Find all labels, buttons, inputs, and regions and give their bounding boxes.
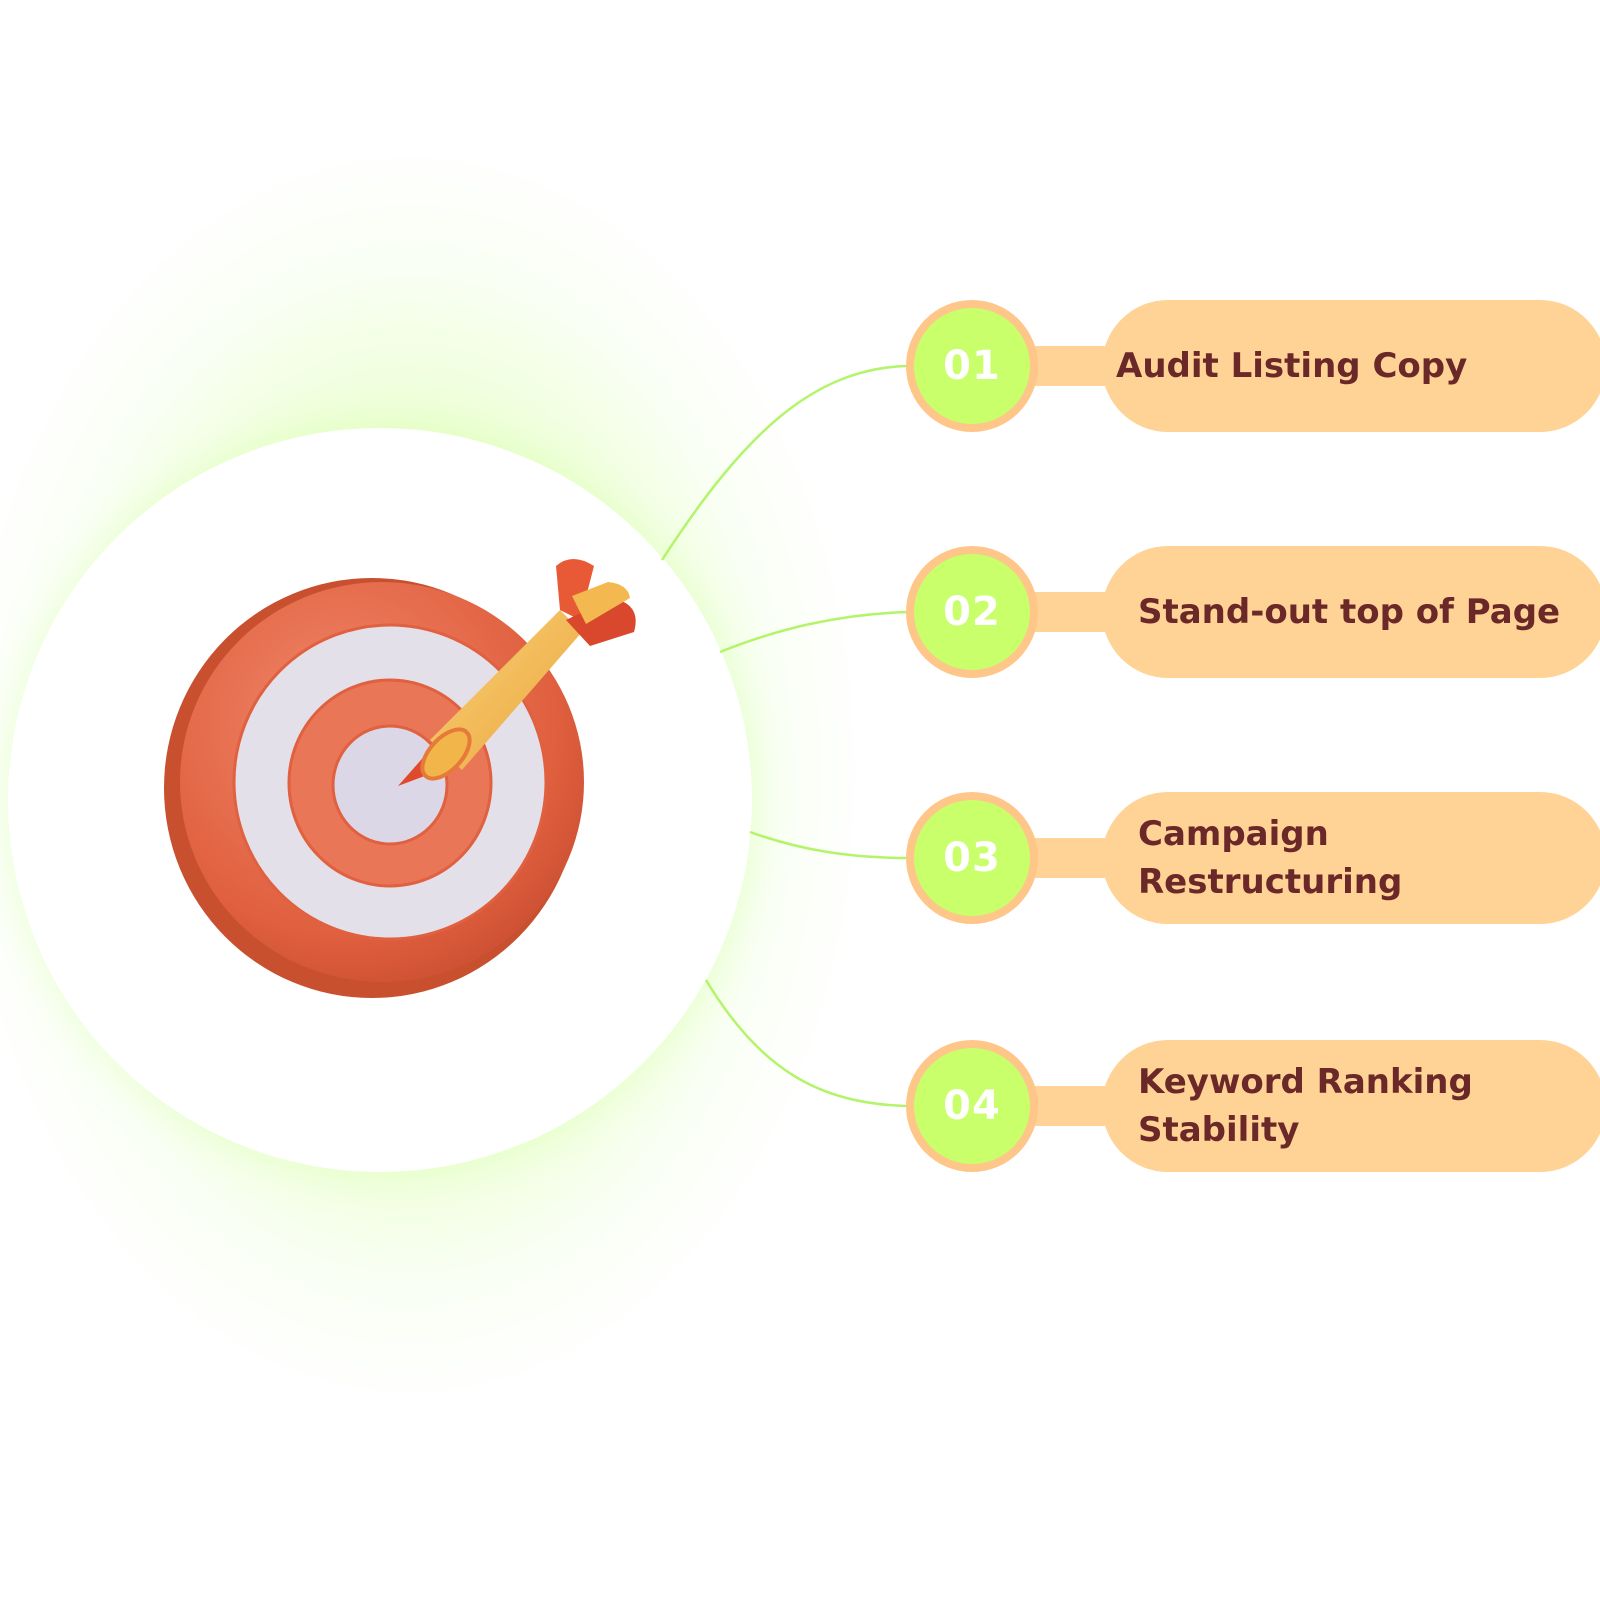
- connector-line-03: [749, 830, 909, 860]
- step-number-badge: 03: [943, 835, 1001, 881]
- step-label: Audit Listing Copy: [1116, 346, 1468, 386]
- step-shape: [906, 792, 1600, 924]
- connector-line-04: [704, 979, 909, 1108]
- step-label: Keyword Ranking Stability: [1138, 1062, 1473, 1150]
- step-shape: [906, 546, 1600, 678]
- connector-line-02: [719, 610, 909, 654]
- dart-icon: [398, 559, 636, 786]
- step-02[interactable]: 02 Stand-out top of Page: [906, 546, 1600, 678]
- step-label: Campaign Restructuring: [1138, 814, 1403, 902]
- step-number-badge: 02: [943, 589, 1001, 635]
- step-number-badge: 01: [943, 343, 1001, 389]
- dartboard-target-icon: [164, 578, 584, 998]
- step-01[interactable]: 01 Audit Listing Copy: [906, 300, 1600, 432]
- step-number-badge: 04: [943, 1083, 1001, 1129]
- step-04[interactable]: 04 Keyword Ranking Stability: [906, 1040, 1600, 1172]
- step-shape: [906, 1040, 1600, 1172]
- step-label: Stand-out top of Page: [1138, 592, 1561, 632]
- step-shape: [906, 300, 1600, 432]
- step-03[interactable]: 03 Campaign Restructuring: [906, 792, 1600, 924]
- connector-line-01: [660, 364, 909, 561]
